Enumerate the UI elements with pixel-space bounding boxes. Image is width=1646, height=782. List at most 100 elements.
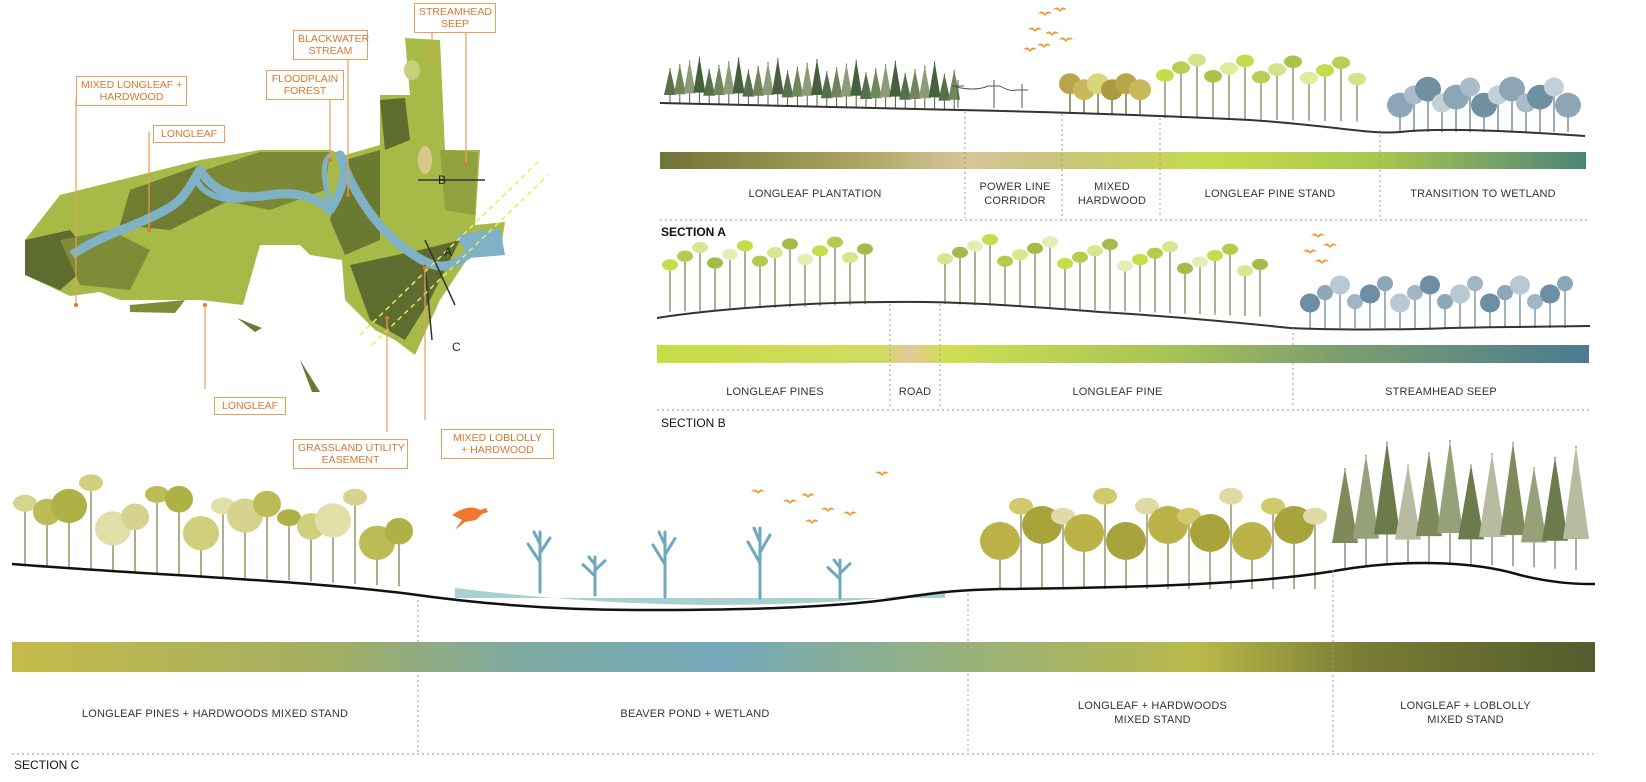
pine-tree [79,474,103,570]
pine-tree [1268,63,1286,121]
conifer-tree [791,66,804,107]
broadleaf-tree [1527,294,1543,328]
bird-icon [875,471,889,476]
map-label-longleaf-top: LONGLEAF [153,125,225,143]
map-label-mixed-loblolly: MIXED LOBLOLLY + HARDWOOD [441,429,554,459]
pine-tree [1192,256,1208,315]
broadleaf-tree [1407,285,1423,328]
section-a-gradient-bar [660,152,1586,169]
section-a-title: SECTION A [661,225,726,239]
broadleaf-tree [253,490,281,580]
broadleaf-tree [1437,294,1453,328]
conifer-tree [820,71,833,108]
conifer-tree [703,68,716,105]
pine-tree [1284,55,1302,121]
conifer-tree [673,64,686,105]
conifer-tree [1416,452,1442,565]
pine-tree [1162,241,1178,313]
broadleaf-tree [1499,76,1525,132]
conifer-tree [899,72,912,109]
pine-tree [982,234,998,306]
bird-icon [1311,233,1325,238]
bird-icon [843,511,857,516]
conifer-tree [1332,468,1358,568]
pine-tree [1027,242,1043,308]
section-c-zone-longleaf-loblolly: LONGLEAF + LOBLOLLY MIXED STAND [1400,700,1531,726]
heron-icon [452,507,488,530]
conifer-tree [938,73,951,110]
section-marker-a: A [444,245,453,259]
conifer-tree [664,68,676,104]
map-label-blackwater-stream: BLACKWATER STREAM [293,30,369,60]
bird-icon [1023,47,1037,52]
pine-tree [722,248,738,310]
conifer-tree [1437,440,1463,565]
broadleaf-tree [1064,514,1104,589]
broadleaf-tree [183,516,219,576]
broadleaf-tree [121,503,149,572]
section-b-illustration [656,234,1591,411]
conifer-tree [830,67,843,108]
conifer-tree [850,59,863,108]
pine-tree [1093,487,1117,589]
pine-tree [1009,497,1033,589]
conifer-tree [742,69,755,106]
broadleaf-tree [1232,522,1272,589]
conifer-tree [948,69,961,110]
section-marker-b: B [438,173,447,187]
bird-icon [1323,243,1337,248]
pine-tree [1135,497,1159,589]
conifer-tree [1395,464,1421,565]
conifer-tree [771,58,784,107]
pine-tree [782,238,798,308]
section-a-zone-longleaf-pine-stand: LONGLEAF PINE STAND [1204,188,1336,200]
pine-tree [1177,262,1193,314]
conifer-tree [909,69,921,109]
bird-icon [805,519,819,524]
conifer-tree [860,72,872,108]
broadleaf-tree [980,522,1020,589]
broadleaf-tree [1510,275,1530,328]
conifer-tree [879,64,892,109]
section-b-gradient-bar [657,345,1589,363]
conifer-tree [918,65,931,110]
pine-tree [997,255,1013,307]
bird-icon [1028,27,1042,32]
map-label-mixed-longleaf-hardwood: MIXED LONGLEAF + HARDWOOD [76,76,187,106]
broadleaf-tree [1360,284,1380,328]
broadleaf-tree [51,488,87,569]
section-b-zone-longleaf-pine: LONGLEAF PINE [1072,386,1163,398]
pine-tree [1252,258,1268,317]
broadleaf-tree [1129,79,1151,114]
broadleaf-tree [1377,276,1393,328]
pine-tree [1222,243,1238,316]
pine-tree [1177,507,1201,589]
section-b-zone-streamhead-seep: STREAMHEAD SEEP [1385,386,1497,398]
dead-tree [826,558,852,600]
pine-tree [1261,497,1285,589]
pine-tree [1220,62,1238,120]
broadleaf-tree [1460,77,1480,132]
conifer-tree [1374,441,1400,566]
pine-tree [1102,238,1118,311]
broadleaf-tree [1390,293,1410,328]
pine-tree [952,246,968,305]
bird-icon [1038,11,1052,16]
pine-tree [1300,71,1318,121]
pine-tree [1219,487,1243,589]
pine-tree [1188,53,1206,119]
pine-tree [1303,507,1327,589]
section-b-zone-road: ROAD [898,386,932,398]
pine-tree [13,494,37,566]
bird-icon [821,507,835,512]
broadleaf-tree [1415,76,1441,132]
pine-tree [692,242,708,311]
section-a-zone-mixed-hardwood: MIXED HARDWOOD [1077,181,1147,207]
broadleaf-tree [1557,276,1573,328]
pine-tree [827,236,843,306]
pine-tree [1348,72,1366,122]
section-a-illustration [659,53,1588,221]
bird-icon [751,489,765,494]
conifer-tree [869,68,882,109]
dead-tree [581,555,607,597]
